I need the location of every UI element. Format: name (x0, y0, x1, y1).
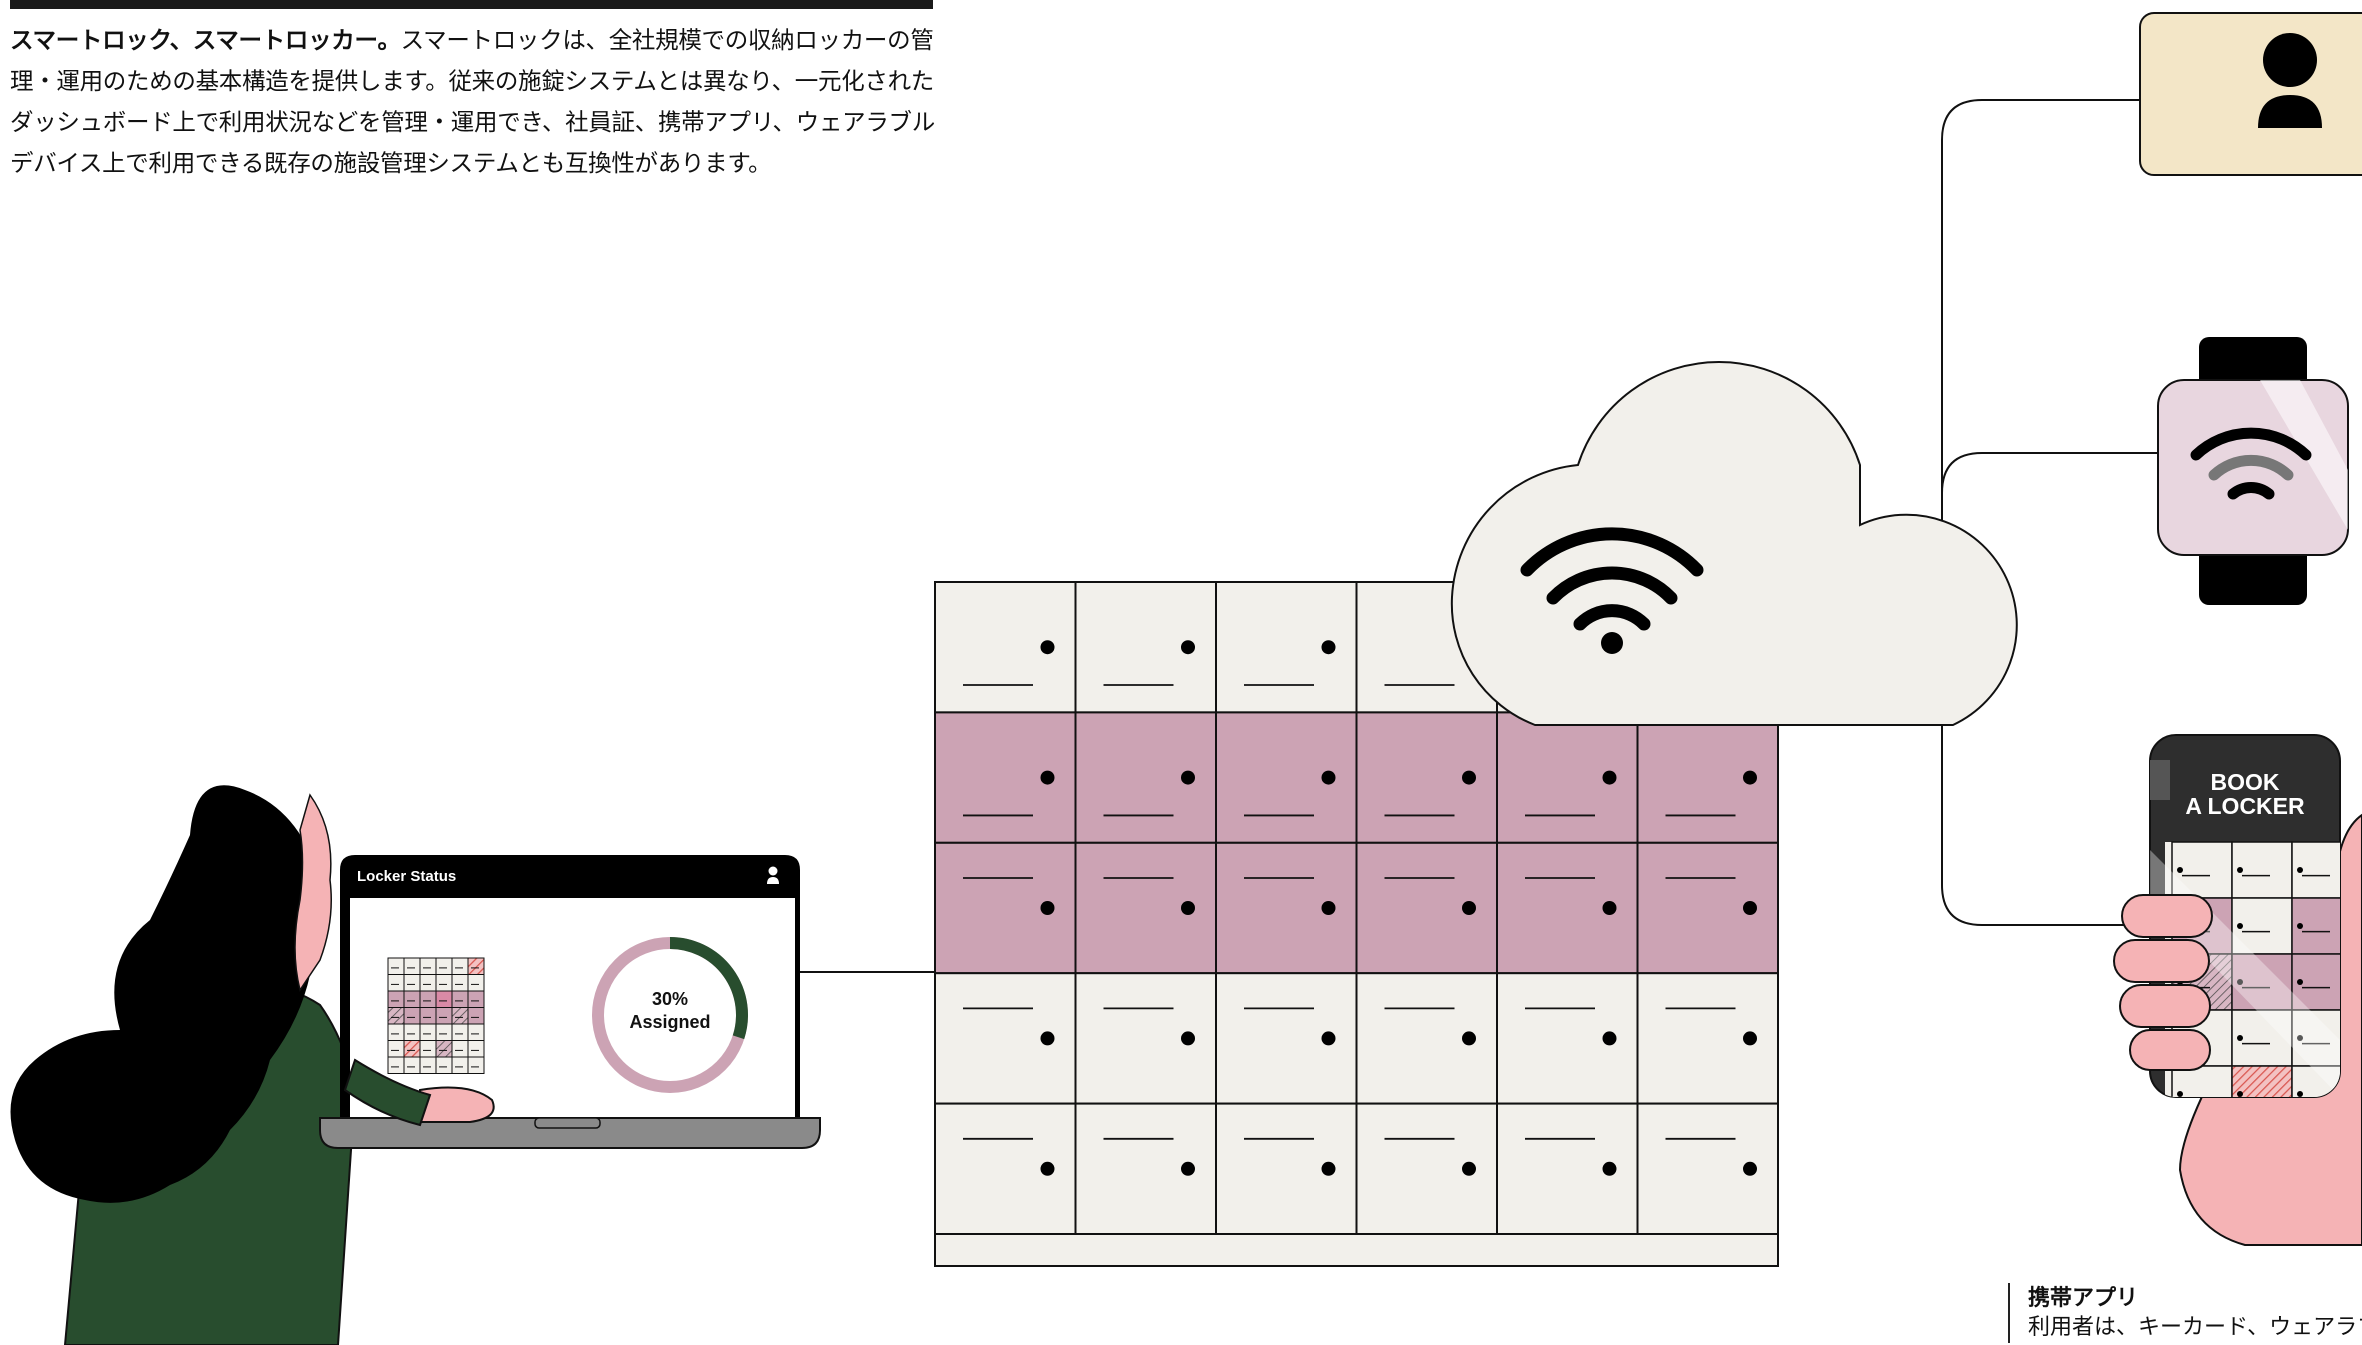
mini-locker-cell (387, 974, 405, 992)
connector-lines (800, 99, 2158, 973)
mini-locker-cell (435, 1040, 453, 1058)
mini-locker-cell (419, 1023, 437, 1041)
mini-locker-cell (467, 1056, 485, 1074)
locker-door (1074, 1102, 1217, 1235)
mini-locker-cell (419, 1056, 437, 1074)
mini-locker-cell (387, 1040, 405, 1058)
cloud (1450, 361, 2018, 726)
phone-title-line2: A LOCKER (2185, 793, 2305, 819)
locker-door (1355, 841, 1498, 975)
mini-locker-grid (387, 957, 485, 1074)
smartwatch-icon (2157, 337, 2349, 605)
phone-title-line1: BOOK (2211, 769, 2280, 795)
laptop-header-title: Locker Status (357, 868, 456, 885)
id-badge-card (2139, 12, 2362, 176)
locker-door (1496, 841, 1639, 975)
locker-door (1355, 972, 1498, 1105)
locker-door (1215, 972, 1358, 1105)
mini-locker-cell (435, 1056, 453, 1074)
locker-door (1215, 1102, 1358, 1235)
donut-label: Assigned (629, 1012, 710, 1032)
locker-door (1636, 711, 1779, 844)
mini-locker-cell (467, 1007, 485, 1025)
mini-locker-cell (387, 957, 405, 975)
mini-locker-cell (435, 1007, 453, 1025)
locker-door (1496, 972, 1639, 1105)
person-with-laptop: Locker Status 30% Assigned (10, 785, 821, 1345)
mini-locker-cell (451, 1007, 469, 1025)
mini-locker-cell (451, 1023, 469, 1041)
mini-locker-cell (451, 957, 469, 975)
mini-locker-cell (387, 1023, 405, 1041)
locker-door (1074, 841, 1217, 975)
wifi-icon (1520, 527, 1704, 654)
donut-percent: 30% (652, 989, 688, 1009)
top-rule (10, 0, 933, 9)
user-icon (767, 866, 779, 884)
hand (2113, 894, 2213, 1071)
locker-door (1074, 711, 1217, 844)
locker-door (1636, 1102, 1779, 1235)
mini-locker-cell (403, 1040, 421, 1058)
mini-locker-cell (419, 1007, 437, 1025)
mini-locker-cell (467, 990, 485, 1008)
mobile-app-caption: 携帯アプリ 利用者は、キーカード、ウェアラブルデバイス (2008, 1283, 2362, 1343)
mini-locker-cell (435, 974, 453, 992)
locker-door (1215, 841, 1358, 975)
mini-locker-cell (387, 1007, 405, 1025)
person-icon (2258, 33, 2322, 128)
mini-locker-cell (419, 1040, 437, 1058)
locker-door (934, 1102, 1077, 1235)
mini-locker-cell (387, 1056, 405, 1074)
locker-door (1636, 972, 1779, 1105)
caption-title: 携帯アプリ (2028, 1285, 2139, 1311)
mini-locker-cell (403, 1007, 421, 1025)
intro-paragraph: スマートロック、スマートロッカー。スマートロックは、全社規模での収納ロッカーの管… (10, 20, 940, 184)
mini-locker-cell (451, 1056, 469, 1074)
locker-door (1215, 711, 1358, 844)
locker-door (934, 581, 1077, 714)
mini-locker-cell (467, 1040, 485, 1058)
mini-locker-cell (435, 990, 453, 1008)
intro-body: スマートロックは、全社規模での収納ロッカーの管理・運用のための基本構造を提供しま… (10, 26, 935, 177)
mini-locker-cell (387, 990, 405, 1008)
mini-locker-cell (467, 957, 485, 975)
locker-door (1496, 711, 1639, 844)
mini-locker-cell (403, 974, 421, 992)
mini-locker-cell (403, 957, 421, 975)
locker-door (1355, 1102, 1498, 1235)
mini-locker-cell (403, 1056, 421, 1074)
assigned-donut: 30% Assigned (592, 937, 748, 1093)
mini-locker-cell (451, 1040, 469, 1058)
locker-bank (934, 581, 1779, 1267)
locker-door (934, 841, 1077, 975)
mini-locker-cell (419, 974, 437, 992)
mini-locker-cell (403, 1023, 421, 1041)
locker-door (934, 711, 1077, 844)
locker-door (1074, 972, 1217, 1105)
mini-locker-cell (435, 1023, 453, 1041)
locker-door (1074, 581, 1217, 714)
mini-locker-cell (435, 957, 453, 975)
mini-locker-cell (419, 957, 437, 975)
mini-locker-cell (467, 1023, 485, 1041)
locker-door (1215, 581, 1358, 714)
locker-door (1636, 841, 1779, 975)
mini-locker-cell (451, 974, 469, 992)
mini-locker-cell (467, 974, 485, 992)
phone-illustration: BOOK A LOCKER (2113, 734, 2362, 1246)
locker-door (1355, 711, 1498, 844)
locker-door (1496, 1102, 1639, 1235)
mini-locker-cell (451, 990, 469, 1008)
caption-body: 利用者は、キーカード、ウェアラブルデバイス (2028, 1315, 2362, 1340)
mini-locker-cell (419, 990, 437, 1008)
mini-locker-cell (403, 990, 421, 1008)
intro-lead: スマートロック、スマートロッカー。 (10, 26, 401, 54)
locker-door (934, 972, 1077, 1105)
